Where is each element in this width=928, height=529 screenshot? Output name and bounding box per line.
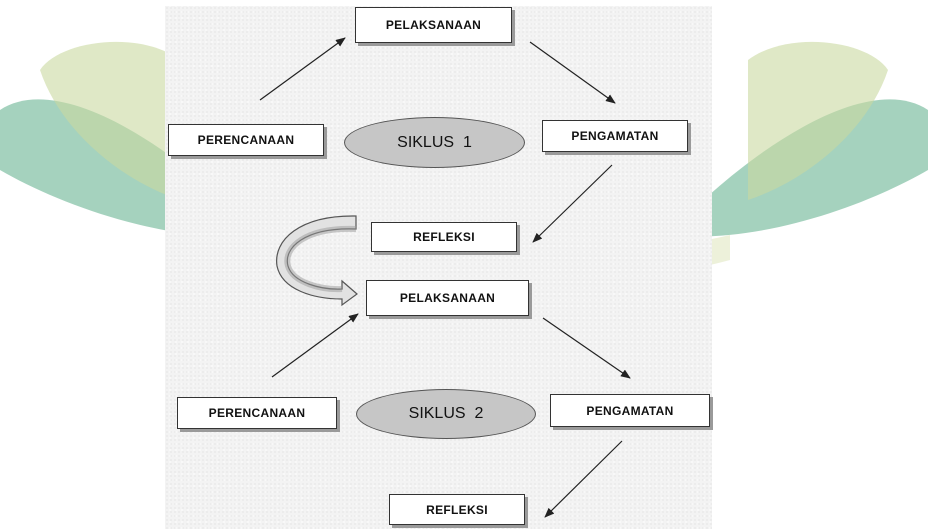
arrow-pengamatan1-to-refleksi1: [532, 164, 613, 243]
pengamatan-2-box: PENGAMATAN: [550, 394, 710, 427]
pengamatan-1-box: PENGAMATAN: [542, 120, 688, 152]
pelaksanaan-1-box: PELAKSANAAN: [355, 7, 512, 43]
siklus-1-label: SIKLUS 1: [397, 133, 472, 151]
perencanaan-2-box: PERENCANAAN: [177, 397, 337, 429]
perencanaan-1-label: PERENCANAAN: [197, 133, 295, 147]
perencanaan-1-box: PERENCANAAN: [168, 124, 324, 156]
refleksi-1-box: REFLEKSI: [371, 222, 517, 252]
arrow-pengamatan2-to-refleksi2: [544, 440, 623, 518]
pelaksanaan-2-label: PELAKSANAAN: [399, 291, 496, 305]
refleksi-2-box: REFLEKSI: [389, 494, 525, 525]
arrow-pelaksanaan1-to-pengamatan1: [529, 41, 616, 104]
pelaksanaan-2-box: PELAKSANAAN: [366, 280, 529, 316]
refleksi-1-label: REFLEKSI: [413, 230, 475, 244]
watermark-left-petal: [40, 41, 180, 201]
pelaksanaan-1-label: PELAKSANAAN: [385, 18, 482, 32]
refleksi-2-label: REFLEKSI: [426, 502, 488, 517]
watermark-right-petal: [748, 41, 888, 201]
arrow-perencanaan2-to-pelaksanaan2: [271, 313, 359, 378]
pengamatan-2-label: PENGAMATAN: [586, 403, 674, 418]
siklus-2-ellipse: SIKLUS 2: [356, 389, 536, 439]
siklus-1-ellipse: SIKLUS 1: [344, 117, 525, 168]
perencanaan-2-label: PERENCANAAN: [208, 406, 306, 420]
arrow-pelaksanaan2-to-pengamatan2: [542, 317, 631, 379]
siklus-2-label: SIKLUS 2: [408, 405, 484, 422]
pengamatan-1-label: PENGAMATAN: [571, 129, 659, 143]
arrow-perencanaan1-to-pelaksanaan1: [259, 37, 346, 101]
